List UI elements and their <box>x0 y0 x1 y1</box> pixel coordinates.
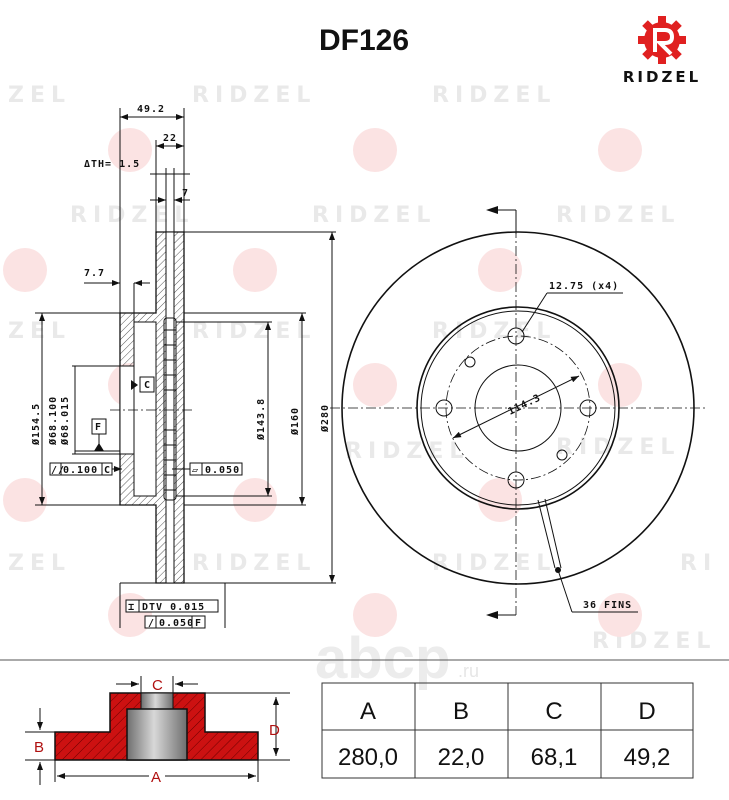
gear-icon <box>638 16 686 64</box>
dim-dia-280: Ø280 <box>319 404 331 433</box>
watermark-text: RI <box>680 551 717 576</box>
watermark-text: RIDZEL <box>432 551 556 576</box>
front-view: 114.3 12.75 (x4) 36 FINS <box>330 206 705 619</box>
parallelism-tolerance: // 0.100 C <box>49 462 122 476</box>
dim-th-delta: ΔTH= 1.5 <box>84 159 140 170</box>
runout-value: 0.050 <box>159 618 194 629</box>
runout-ref: F <box>195 618 202 629</box>
watermark-text: RIDZEL <box>192 319 316 344</box>
table-value-b: 22,0 <box>438 744 485 771</box>
parallelism-value: 0.100 <box>63 465 98 476</box>
dim-pcd: 114.3 <box>506 392 542 417</box>
dim-dia-hub: Ø154.5 <box>30 403 42 446</box>
flatness-symbol: ▱ <box>192 465 199 476</box>
table-header-b: B <box>453 698 469 725</box>
logo-text: RIDZEL <box>623 68 701 86</box>
table-value-c: 68,1 <box>531 744 578 771</box>
watermark-text: RIDZEL <box>70 203 194 228</box>
legend-label-a: A <box>151 769 161 786</box>
dtv-symbol: ⌶ <box>128 602 135 613</box>
watermark-text: RIDZEL <box>556 435 680 460</box>
watermark-text: RIDZEL <box>556 203 680 228</box>
spec-table: A B C D 280,0 22,0 68,1 49,2 <box>321 682 694 779</box>
part-number-title: DF126 <box>319 24 409 57</box>
dim-dia-160: Ø160 <box>289 407 301 436</box>
dim-braking-face: 7 <box>182 188 189 199</box>
parallelism-symbol: // <box>51 465 65 476</box>
watermark-text: RIDZEL <box>192 551 316 576</box>
dim-overall-width: 49.2 <box>137 104 165 115</box>
datum-f: F <box>95 422 102 433</box>
table-header-a: A <box>360 698 376 725</box>
watermark-text: ZEL <box>8 83 71 108</box>
dimension-legend-diagram: C D B A <box>25 676 290 786</box>
legend-label-b: B <box>34 739 44 756</box>
legend-label-c: C <box>152 677 163 694</box>
legend-label-d: D <box>269 722 280 739</box>
dim-dia-inner: Ø143.8 <box>255 398 267 441</box>
watermark-text: RIDZEL <box>312 203 436 228</box>
fins-label: 36 FINS <box>583 600 632 611</box>
dim-dia-bore-min: Ø68.015 <box>59 396 71 446</box>
flatness-tolerance: ▱ 0.050 <box>172 462 243 476</box>
table-value-d: 49,2 <box>624 744 671 771</box>
watermark-text: RIDZEL <box>192 83 316 108</box>
watermark-gear-icons <box>3 128 642 637</box>
dtv-value: DTV 0.015 <box>142 602 205 613</box>
flatness-value: 0.050 <box>205 465 240 476</box>
watermark-layer: ZEL RIDZEL RIDZEL RIDZEL RIDZEL RIDZEL Z… <box>3 83 717 691</box>
watermark-text: ZEL <box>8 319 71 344</box>
ridzel-logo: RIDZEL <box>623 16 701 86</box>
table-header-c: C <box>545 698 562 725</box>
watermark-text: ZEL <box>8 551 71 576</box>
table-header-d: D <box>638 698 655 725</box>
watermark-abcp: abcp <box>315 626 450 691</box>
bolt-holes <box>435 327 597 489</box>
side-section-view: 49.2 22 ΔTH= 1.5 7 7.7 Ø154.5 Ø68.100 Ø6… <box>30 104 336 629</box>
watermark-abcp-tld: .ru <box>458 661 479 681</box>
runout-symbol: / <box>148 618 155 629</box>
watermark-text: RIDZEL <box>432 83 556 108</box>
datum-c: C <box>144 380 151 391</box>
dim-hub-wall: 7.7 <box>84 268 105 279</box>
dtv-tolerance: ⌶ DTV 0.015 <box>125 599 219 613</box>
vent-fins <box>163 317 177 501</box>
table-value-a: 280,0 <box>338 744 398 771</box>
dim-disc-thickness: 22 <box>163 133 177 144</box>
parallelism-ref: C <box>104 465 111 476</box>
watermark-text: RIDZEL <box>345 439 469 464</box>
dim-bolt-hole: 12.75 (x4) <box>549 281 619 292</box>
runout-tolerance: / 0.050 F <box>144 615 206 629</box>
dim-dia-bore-max: Ø68.100 <box>47 396 59 446</box>
